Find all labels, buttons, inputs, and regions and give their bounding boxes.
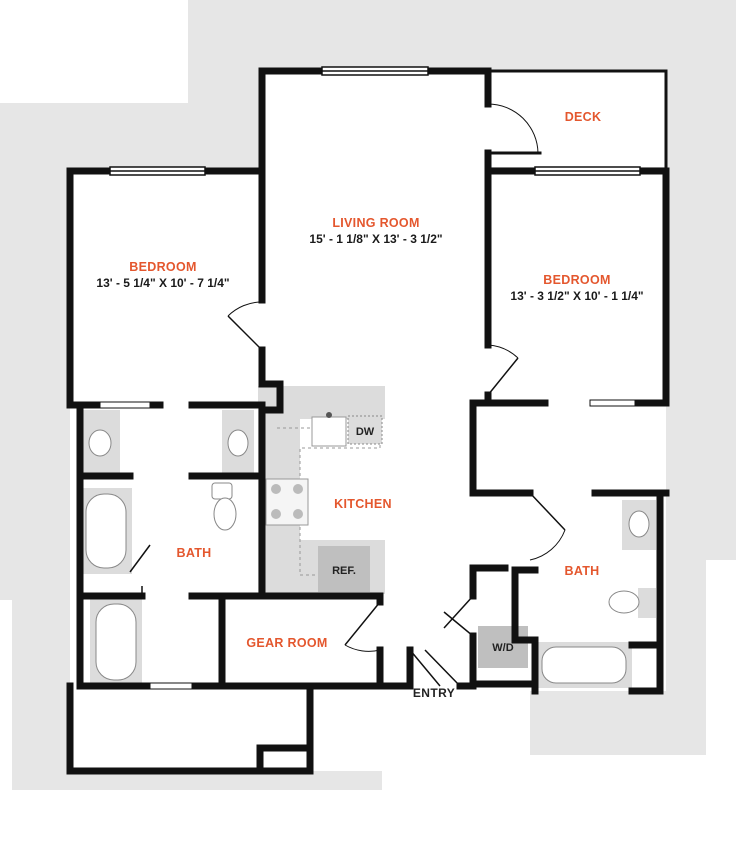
bedroom-left-dimensions: 13' - 5 1/4" X 10' - 7 1/4" bbox=[96, 276, 229, 290]
bg-cutout bbox=[0, 0, 188, 103]
bath-left-label: BATH bbox=[177, 546, 212, 560]
refrigerator-label: REF. bbox=[332, 565, 356, 577]
dishwasher: DW bbox=[347, 415, 383, 445]
kitchen-sink bbox=[311, 416, 347, 447]
kitchen-label: KITCHEN bbox=[334, 497, 392, 511]
deck-label: DECK bbox=[565, 110, 602, 124]
bg-cutout bbox=[0, 600, 12, 844]
bg-cutout bbox=[706, 560, 736, 844]
bedroom-right-label: BEDROOM bbox=[543, 273, 610, 287]
washer-dryer: W/D bbox=[478, 626, 528, 668]
bath-right-label: BATH bbox=[565, 564, 600, 578]
bedroom-right-dimensions: 13' - 3 1/2" X 10' - 1 1/4" bbox=[510, 289, 643, 303]
walls bbox=[66, 67, 670, 775]
doors bbox=[99, 103, 636, 690]
bg-cutout bbox=[0, 790, 382, 844]
entry-label: ENTRY bbox=[413, 686, 455, 700]
bedroom-left-label: BEDROOM bbox=[129, 260, 196, 274]
windows bbox=[109, 66, 641, 176]
cooktop bbox=[265, 478, 309, 526]
washer-dryer-label: W/D bbox=[492, 642, 513, 654]
living-room-dimensions: 15' - 1 1/8" X 13' - 3 1/2" bbox=[309, 232, 442, 246]
living-room-label: LIVING ROOM bbox=[332, 216, 419, 230]
bath-right-fixtures bbox=[536, 500, 656, 688]
refrigerator: REF. bbox=[318, 546, 370, 592]
dishwasher-label: DW bbox=[356, 426, 375, 438]
bath-left-fixtures bbox=[80, 410, 254, 686]
gear-room-label: GEAR ROOM bbox=[246, 636, 327, 650]
